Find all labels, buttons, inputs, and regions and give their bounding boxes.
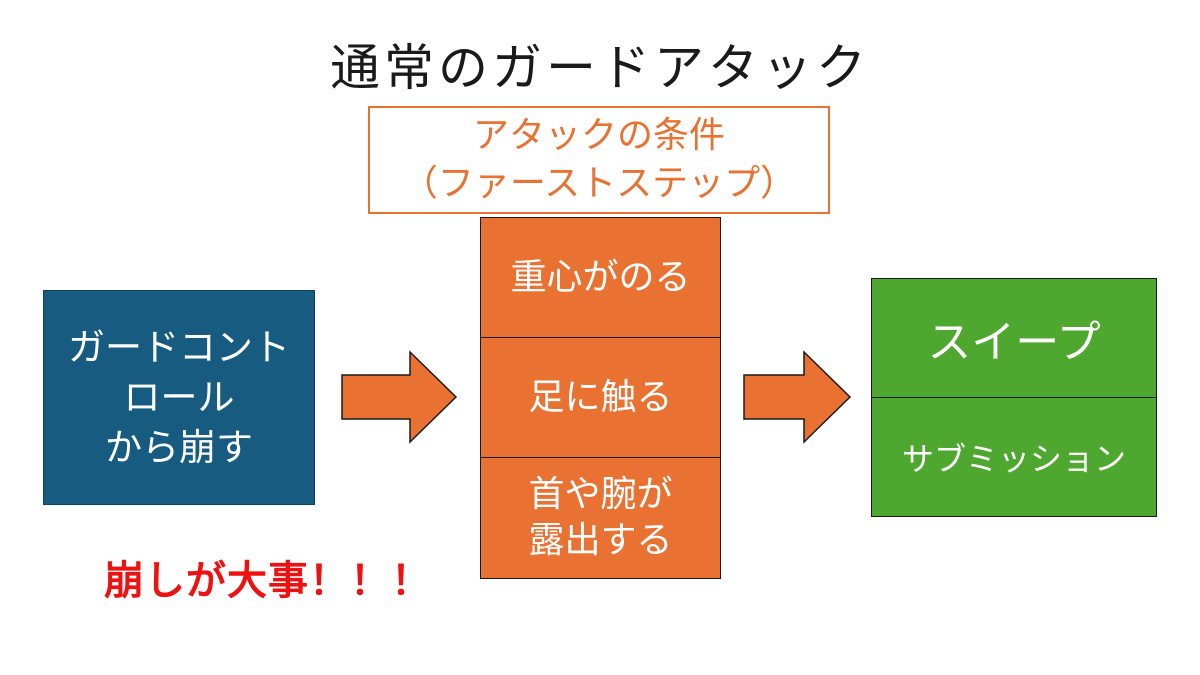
slide-title: 通常のガードアタック [330, 39, 870, 97]
guard-control-line-3: から崩す [105, 425, 253, 469]
guard-control-box: ガードコント ロール から崩す [43, 290, 315, 505]
outcome-divider [872, 397, 1156, 398]
condition-line-2: （ファーストステップ） [401, 163, 797, 204]
condition-item-touch-foot: 足に触る [480, 337, 721, 458]
guard-control-line-2: ロール [123, 375, 235, 419]
condition-item-weight-label: 重心がのる [510, 256, 691, 298]
attack-condition-stack: 重心がのる 足に触る 首や腕が 露出する [480, 217, 721, 579]
guard-control-line-1: ガードコント [68, 325, 290, 369]
outcome-box: スイープ サブミッション [871, 278, 1157, 517]
outcome-submission: サブミッション [901, 440, 1126, 478]
outcome-sweep: スイープ [927, 317, 1101, 368]
condition-item-touch-foot-label: 足に触る [528, 376, 673, 418]
condition-item-exposed: 首や腕が 露出する [480, 457, 721, 579]
arrow-right-icon [743, 350, 852, 444]
condition-item-exposed-line-2: 露出する [528, 520, 673, 561]
arrow-right-icon [341, 350, 458, 444]
condition-item-weight: 重心がのる [480, 217, 721, 338]
attack-condition-box: アタックの条件 （ファーストステップ） [368, 106, 830, 214]
condition-item-exposed-line-1: 首や腕が [528, 474, 673, 515]
emphasis-text: 崩しが大事！！！ [104, 558, 432, 604]
condition-line-1: アタックの条件 [472, 115, 725, 156]
